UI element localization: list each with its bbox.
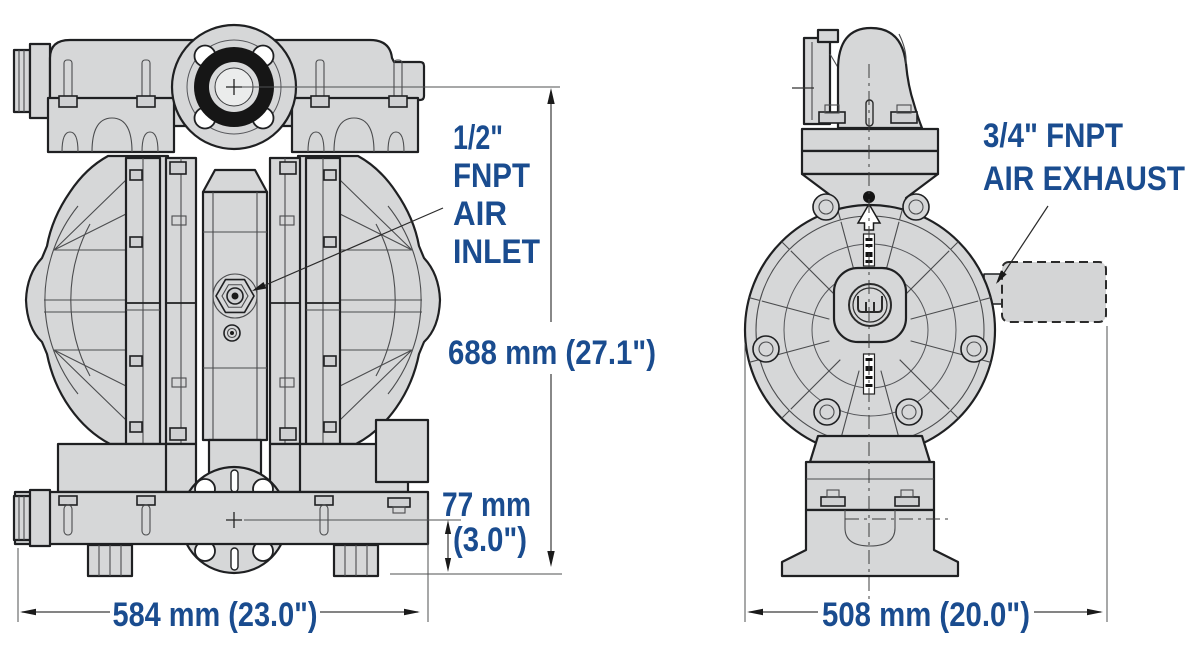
pump-side-view-drawing — [743, 26, 1107, 600]
overall-depth-dimension-label: 508 mm (20.0") — [822, 596, 1030, 634]
center-section — [201, 168, 269, 494]
centerline-dot — [863, 191, 875, 203]
air-inlet-port — [212, 273, 258, 319]
air-exhaust-label-line2: AIR EXHAUST — [983, 160, 1185, 198]
inlet-height-dimension — [444, 520, 452, 572]
overall-height-dimension-label: 688 mm (27.1") — [448, 334, 656, 372]
air-inlet-label-line3: AIR — [453, 195, 507, 233]
air-inlet-leader-line — [252, 207, 444, 291]
inlet-height-dimension-label-in: (3.0") — [453, 521, 527, 559]
air-inlet-label-line4: INLET — [453, 233, 540, 271]
dimension-annotations — [17, 86, 1108, 622]
air-exhaust-leader-line — [996, 205, 1049, 284]
overall-height-dimension — [547, 88, 555, 567]
air-inlet-label-line1: 1/2" — [453, 119, 503, 157]
air-inlet-label-line2: FNPT — [453, 157, 530, 195]
air-chamber — [743, 193, 997, 457]
inlet-height-dimension-label-mm: 77 mm — [442, 486, 531, 524]
air-exhaust-muffler — [983, 261, 1107, 323]
overall-depth-dimension — [744, 326, 1108, 622]
air-exhaust-label-line1: 3/4" FNPT — [983, 117, 1123, 155]
pump-front-view-drawing — [12, 23, 442, 578]
brand-logo-icon — [848, 283, 892, 327]
overall-width-dimension-label: 584 mm (23.0") — [113, 596, 318, 634]
overall-width-dimension — [17, 500, 429, 622]
